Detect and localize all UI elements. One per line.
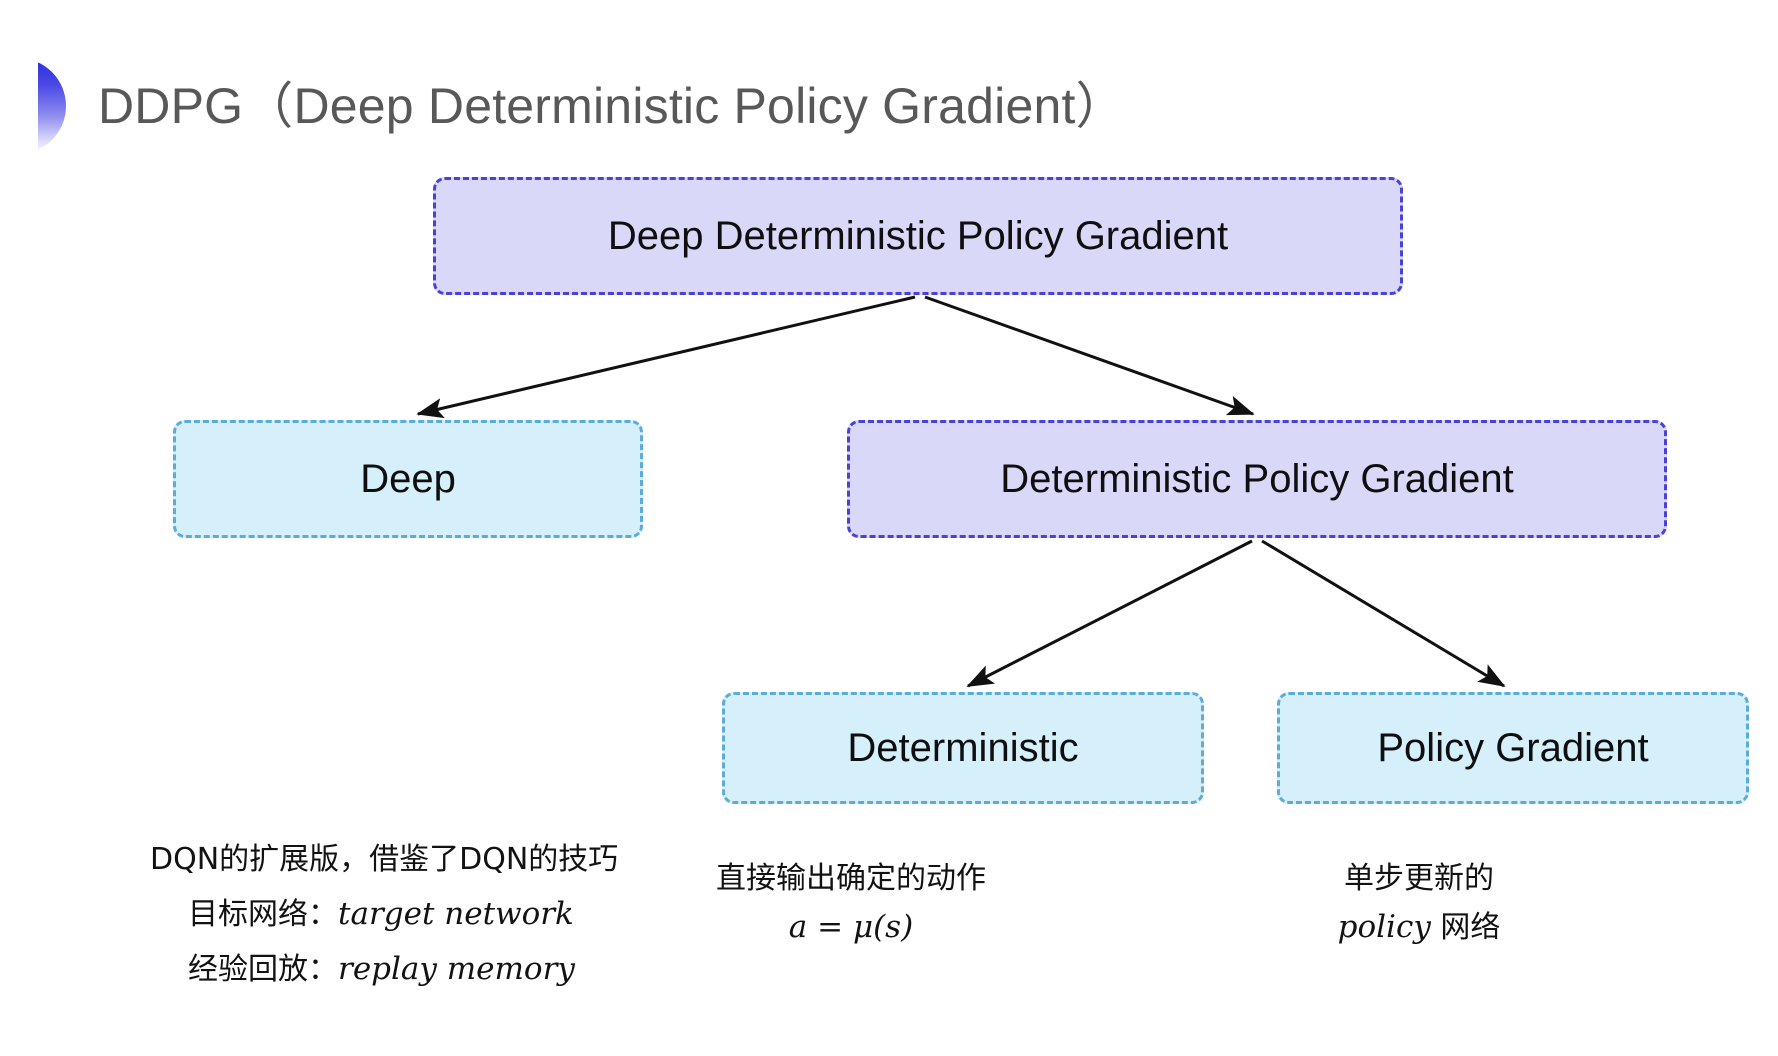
node-deterministic-policy-gradient[interactable]: Deterministic Policy Gradient [847, 420, 1667, 538]
annotation-deep-line-2: 目标网络：target network [150, 887, 618, 942]
annotation-policy-gradient-line-1: 单步更新的 [1343, 861, 1494, 896]
annotation-policy-gradient: 单步更新的 policy 网络 [1338, 855, 1501, 952]
edge-dpg-to-policy-gradient [1261, 539, 1506, 688]
annotation-deterministic-line-1: 直接输出确定的动作 [716, 861, 986, 896]
annotation-deterministic-formula: a = μ(s) [788, 909, 914, 945]
node-deterministic[interactable]: Deterministic [722, 692, 1204, 804]
edge-root-to-dpg [924, 295, 1255, 416]
annotation-deep-line-3: 经验回放：replay memory [150, 942, 618, 997]
annotation-policy-gradient-italic: policy [1337, 909, 1431, 945]
node-deep-deterministic-policy-gradient[interactable]: Deep Deterministic Policy Gradient [433, 177, 1403, 295]
annotation-deep-line-3-label: 经验回放： [188, 952, 338, 987]
annotation-policy-gradient-suffix: 网络 [1430, 910, 1501, 945]
page-title: DDPG（Deep Deterministic Policy Gradient） [98, 78, 1126, 134]
node-policy-gradient[interactable]: Policy Gradient [1277, 692, 1749, 804]
edge-root-to-deep [416, 295, 916, 419]
annotation-deep: DQN的扩展版，借鉴了DQN的技巧 目标网络：target network 经验… [150, 833, 618, 997]
title-bullet-mask [0, 40, 38, 180]
edge-dpg-to-deterministic [966, 539, 1253, 688]
annotation-deep-line-1: DQN的扩展版，借鉴了DQN的技巧 [150, 842, 619, 877]
annotation-deep-line-2-label: 目标网络： [188, 897, 338, 932]
annotation-deterministic: 直接输出确定的动作 a = μ(s) [716, 855, 986, 951]
annotation-policy-gradient-line-2: policy 网络 [1338, 903, 1501, 952]
node-deep[interactable]: Deep [173, 420, 643, 538]
annotation-deep-line-3-italic: replay memory [338, 951, 575, 987]
annotation-deep-line-2-italic: target network [338, 896, 574, 932]
